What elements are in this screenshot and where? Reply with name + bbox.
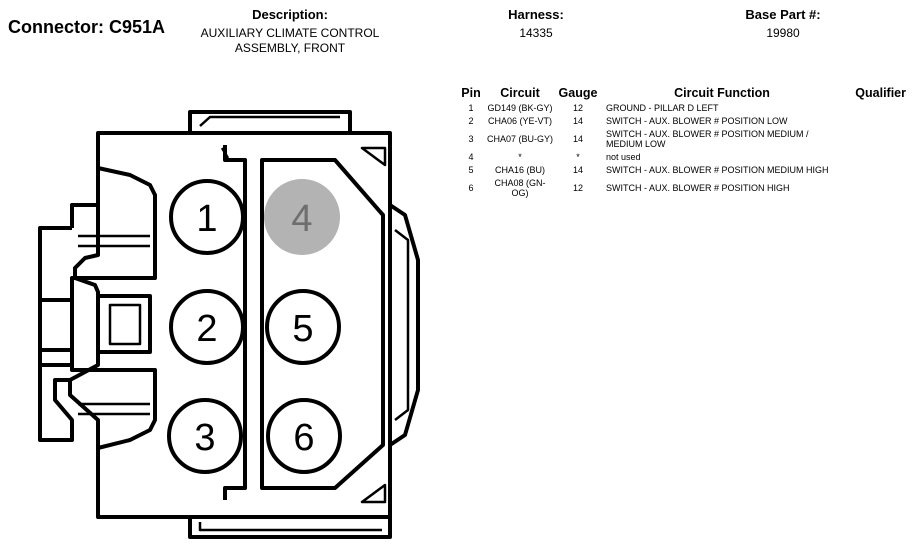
base-part-label: Base Part #: — [745, 7, 821, 22]
pin-table: Pin Circuit Gauge Circuit Function Quali… — [455, 86, 910, 201]
table-row: 3 CHA07 (BU-GY) 14 SWITCH - AUX. BLOWER … — [455, 129, 910, 152]
cell-gauge: 12 — [572, 103, 583, 113]
header-pin: Pin — [461, 86, 481, 100]
cell-gauge: 14 — [572, 165, 583, 175]
cell-circuit: CHA06 (YE-VT) — [487, 116, 552, 126]
connector-title: Connector: C951A — [8, 17, 166, 37]
pin-cavity-2 — [169, 289, 245, 365]
cell-function: SWITCH - AUX. BLOWER # POSITION HIGH — [606, 183, 790, 193]
table-row: 6 CHA08 (GN-OG) 12 SWITCH - AUX. BLOWER … — [455, 178, 910, 201]
cell-qualifier — [841, 103, 910, 116]
table-row: 2 CHA06 (YE-VT) 14 SWITCH - AUX. BLOWER … — [455, 116, 910, 129]
connector-bottom-tab — [188, 517, 392, 539]
cell-gauge: * — [576, 152, 580, 162]
cell-circuit: CHA08 (GN-OG) — [494, 178, 546, 198]
header-gauge: Gauge — [558, 86, 598, 100]
cell-pin: 3 — [468, 134, 474, 144]
cell-gauge: 14 — [572, 116, 583, 126]
pin-cavity-3 — [167, 398, 243, 474]
cell-circuit: CHA16 (BU) — [494, 165, 545, 175]
cell-function: SWITCH - AUX. BLOWER # POSITION MEDIUM H… — [606, 165, 829, 175]
cell-function: SWITCH - AUX. BLOWER # POSITION LOW — [606, 116, 788, 126]
table-row: 5 CHA16 (BU) 14 SWITCH - AUX. BLOWER # P… — [455, 165, 910, 178]
harness-label: Harness: — [508, 7, 564, 22]
cell-function: not used — [606, 152, 641, 162]
cell-function: SWITCH - AUX. BLOWER # POSITION MEDIUM /… — [606, 129, 809, 149]
connector-inner-rail — [223, 145, 247, 500]
cell-qualifier — [841, 178, 910, 201]
cell-qualifier — [841, 116, 910, 129]
connector-pin-pocket — [260, 158, 385, 490]
pin-number-3: 3 — [194, 417, 215, 459]
header-qualifier: Qualifier — [855, 86, 906, 100]
cell-circuit: CHA07 (BU-GY) — [487, 134, 554, 144]
pin-number-4: 4 — [291, 198, 312, 240]
connector-latch-top — [70, 166, 157, 300]
table-row: 1 GD149 (BK-GY) 12 GROUND - PILLAR D LEF… — [455, 103, 910, 116]
harness-value: 14335 — [519, 26, 553, 40]
pin-cavity-1 — [169, 179, 245, 255]
cell-qualifier — [841, 165, 910, 178]
pin-cavity-5 — [265, 289, 341, 365]
header-circuit-function: Circuit Function — [674, 86, 770, 100]
cell-pin: 4 — [468, 152, 474, 162]
description-label: Description: — [252, 7, 328, 22]
cell-gauge: 12 — [572, 183, 583, 193]
header-circuit: Circuit — [500, 86, 540, 100]
pin-number-5: 5 — [292, 308, 313, 350]
cell-pin: 1 — [468, 103, 474, 113]
cell-gauge: 14 — [572, 134, 583, 144]
cell-qualifier — [841, 129, 910, 152]
pin-table-header-row: Pin Circuit Gauge Circuit Function Quali… — [455, 86, 910, 103]
base-part-value: 19980 — [766, 26, 800, 40]
pin-cavity-4 — [264, 179, 340, 255]
connector-latch-bottom — [70, 350, 157, 450]
pin-number-6: 6 — [293, 417, 314, 459]
cell-pin: 6 — [468, 183, 474, 193]
cell-pin: 5 — [468, 165, 474, 175]
pin-number-1: 1 — [196, 198, 217, 240]
cell-function: GROUND - PILLAR D LEFT — [606, 103, 719, 113]
connector-housing — [68, 131, 392, 519]
pin-number-2: 2 — [196, 308, 217, 350]
description-value: AUXILIARY CLIMATE CONTROL ASSEMBLY, FRON… — [200, 26, 380, 55]
cell-circuit: GD149 (BK-GY) — [487, 103, 553, 113]
table-row: 4 * * not used — [455, 152, 910, 165]
pin-cavity-6 — [266, 398, 342, 474]
cell-pin: 2 — [468, 116, 474, 126]
connector-top-tab — [188, 110, 352, 133]
cell-circuit: * — [518, 152, 522, 162]
connector-right-key — [388, 203, 420, 447]
cell-qualifier — [841, 152, 910, 165]
